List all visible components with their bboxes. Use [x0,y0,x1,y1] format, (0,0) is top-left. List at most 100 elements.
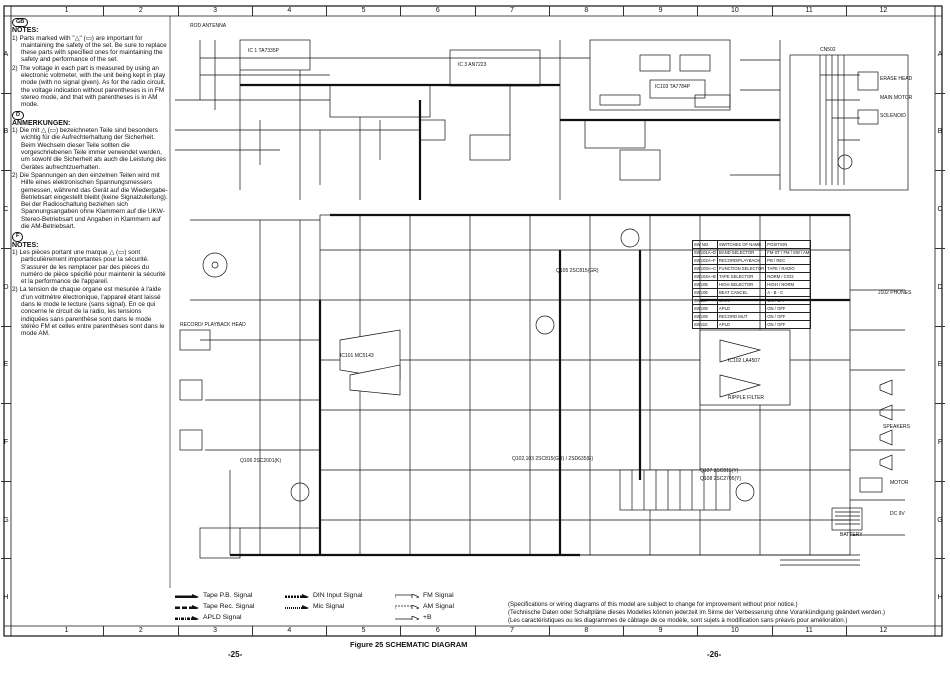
grid-row-C: C [935,170,945,248]
switch-table-header-cell: POSITION [765,240,812,249]
note-f-2: 2) La tension de chaque organe est mesur… [12,286,165,338]
badge-d: D [12,110,24,120]
grid-col-2: 2 [103,626,177,636]
switch-table-cell: FUNCTION SELECTOR [716,264,767,273]
grid-col-1: 1 [64,7,69,14]
switch-table-cell: HIGH / NORM [765,280,812,289]
legend-din: DIN Input Signal [285,592,363,599]
grid-col-3: 3 [177,6,252,16]
notes-panel: GB NOTES: 1) Parts marked with "△" (▭) a… [12,18,168,339]
grid-col-7: 7 [474,6,549,16]
grid-col-5: 5 [326,6,400,16]
switch-table-cell: SW106 [692,288,718,297]
ic1-label: IC 1 TA7335P [248,48,279,54]
switch-table-cell: SW109 [692,312,718,321]
notes-heading-d: ANMERKUNGEN: [12,119,71,127]
badge-gb: GB [12,18,29,28]
q108-label: Q108 2SC2705(Y) [700,476,742,482]
cn502-label: CN502 [820,47,836,53]
legend-b-arrow [395,615,419,620]
switch-table-cell: A - B - C [765,288,812,297]
grid-row-G: G [935,480,945,559]
switch-table-cell: BEAT CANCEL [716,288,767,297]
notes-german: D ANMERKUNGEN: 1) Die mit △ (▭) bezeichn… [12,110,168,231]
ic103-label: IC103 TA7784P [655,84,691,90]
grid-row-B: B [935,92,945,171]
switch-table-cell: APLD [716,304,767,313]
grid-col-11: 11 [771,626,846,636]
legend-am: AM Signal [395,603,454,610]
notes-heading-gb: NOTES: [12,27,39,35]
switch-table-cell: TAPE / RADIO [765,264,812,273]
legend-fm-arrow [395,593,419,598]
grid-col-9: 9 [623,6,697,16]
legend-fm-text: FM Signal [423,592,454,599]
legend-apld: APLD Signal [175,614,242,621]
legend-apld-text: APLD Signal [203,614,242,621]
note-f-1: 1) Les pièces portant une marque △ (▭) s… [12,248,166,286]
disclaimer: (Specifications or wiring diagrams of th… [508,601,918,625]
notes-french: F NOTES: 1) Les pièces portant une marqu… [12,232,168,337]
switch-table-header-cell: SW NO. [692,240,718,249]
switch-table-cell: NORM / CrO2 [765,272,812,281]
grid-col-8: 8 [548,6,623,16]
switch-table-cell: RECORD/PLAYBACK [716,256,767,265]
q107-label: Q107 2SC815(Y) [700,468,739,474]
switch-table-cell: ON / OFF [765,320,812,329]
grid-col-4: 4 [251,626,326,636]
ic102-label: IC102 LA4507 [728,358,760,364]
figure-caption: Figure 25 SCHEMATIC DIAGRAM [350,640,468,649]
grid-row-E: E [1,325,11,404]
switch-table-cell: SW107 [692,296,718,305]
switch-table-cell: PB / REC [765,256,812,265]
grid-col-11: 11 [771,6,846,16]
notes-english: GB NOTES: 1) Parts marked with "△" (▭) a… [12,18,168,109]
legend-apld-arrow [175,615,199,620]
grid-row-F: F [1,403,11,481]
disclaimer-de: (Technische Daten oder Schaltpläne diese… [508,609,886,616]
switch-table-cell: SW103A~C [692,264,718,273]
switch-table-cell: SW102A~F [692,256,718,265]
legend-fm: FM Signal [395,592,454,599]
note-d-1: 1) Die mit △ (▭) bezeichneten Teile sind… [12,127,166,171]
grid-row-D: D [935,247,945,326]
page-number-right: -26- [707,650,722,659]
dc-label: DC 9V [890,511,905,517]
grid-row-F: F [935,403,945,481]
disclaimer-fr: (Les caractéristiques ou les diagrammes … [508,617,848,624]
grid-row-E: E [935,325,945,404]
legend-tape-rec-text: Tape Rec. Signal [203,603,255,610]
signal-legend: Tape P.B. Signal Tape Rec. Signal APLD S… [175,592,495,628]
legend-tape-pb: Tape P.B. Signal [175,592,252,599]
switch-table-cell: SW105 [692,280,718,289]
grid-col-1: 1 [64,627,69,634]
motor-label: MOTOR [890,480,909,486]
switch-table-cell: SW108 [692,304,718,313]
legend-tape-rec: Tape Rec. Signal [175,603,254,610]
rod-antenna-label: ROD ANTENNA [190,23,227,29]
switch-table-cell: HIGH SELECTOR [716,280,767,289]
note-gb-1: 1) Parts marked with "△" (▭) are importa… [12,34,167,64]
switch-table-cell: SW101A~D [692,248,718,257]
switch-table-cell: SW104A~B [692,272,718,281]
switch-table-cell: ON / OFF [765,296,812,305]
switch-table-cell: TAPE SELECTOR [716,272,767,281]
legend-din-arrow [285,593,309,598]
legend-b-text: +B [423,614,432,621]
erase-head-label: ERASE HEAD [880,76,913,82]
badge-f: F [12,232,24,242]
grid-col-10: 10 [697,626,771,636]
switch-table-cell: MAIN [716,296,767,305]
q105-label: Q105 2SC815(GR) [556,268,599,274]
